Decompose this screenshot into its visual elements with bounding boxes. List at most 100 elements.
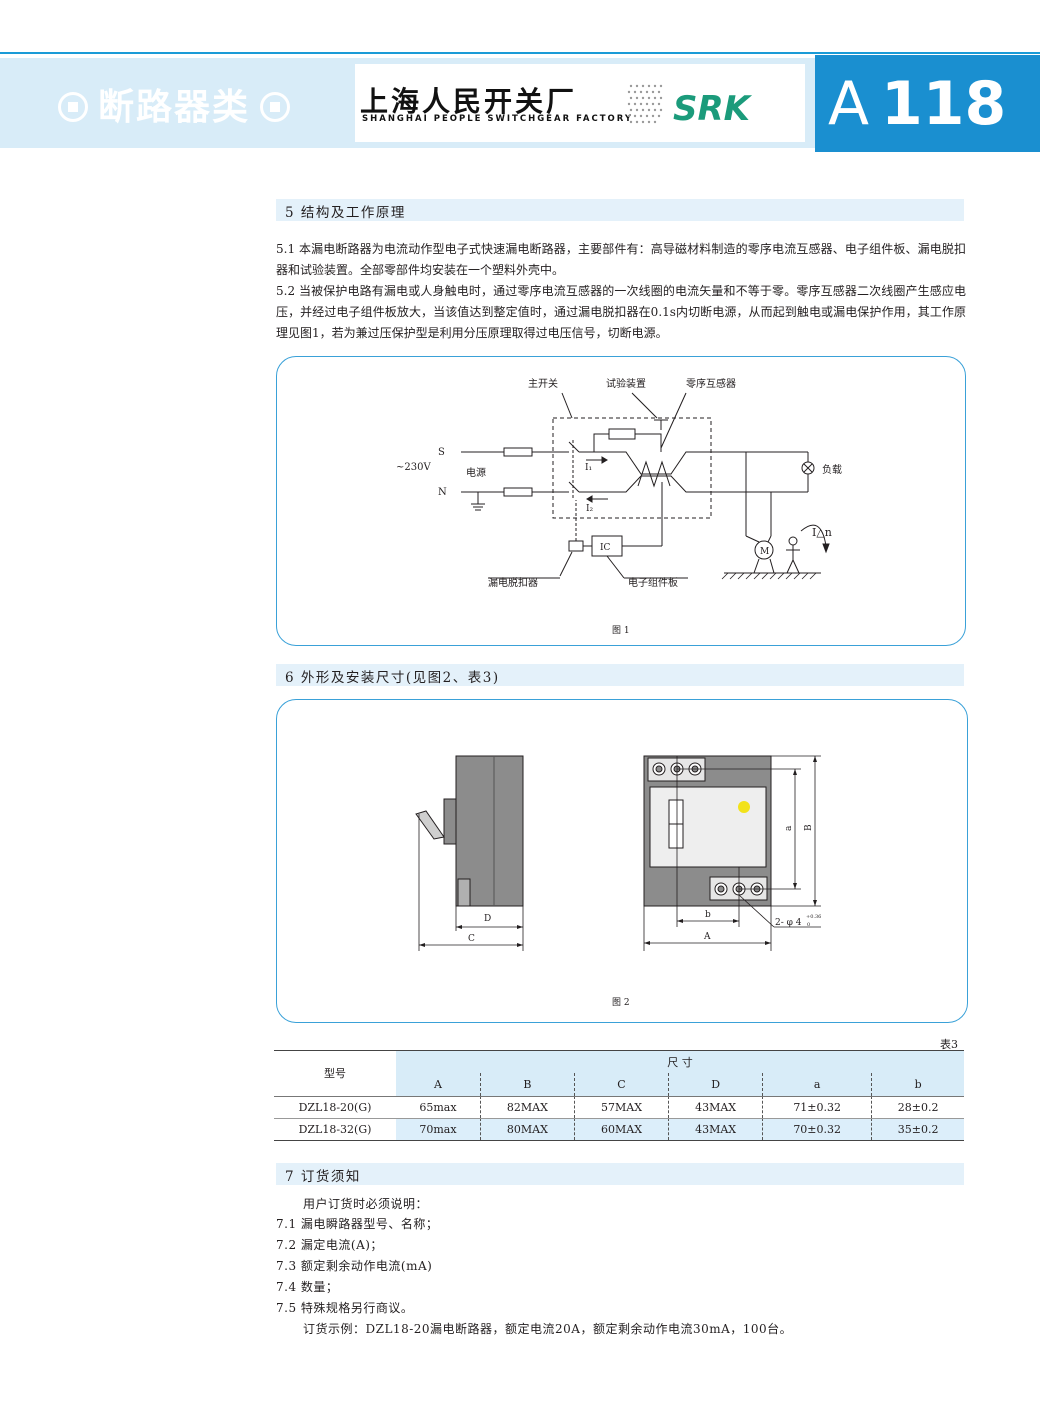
dimension-table: 型号 尺 寸 A B C D a b DZL18-20(G) 65max 82M… xyxy=(274,1050,964,1140)
label-main-switch: 主开关 xyxy=(528,377,558,390)
cell-value: 28±0.2 xyxy=(871,1096,964,1118)
leader-release xyxy=(559,551,573,577)
arrow-i2 xyxy=(586,495,593,503)
section-5-header: 5 结构及工作原理 xyxy=(276,199,964,221)
figure-2-frame xyxy=(276,699,968,1023)
cell-value: 35±0.2 xyxy=(871,1118,964,1140)
section-5-title: 5 结构及工作原理 xyxy=(285,205,406,221)
leader-main-switch xyxy=(561,392,573,419)
label-ic: IC xyxy=(600,543,611,553)
label-electronic-board: 电子组件板 xyxy=(628,576,678,589)
col-header-a-big: A xyxy=(396,1073,481,1096)
breaker-enclosure xyxy=(552,417,712,519)
table-row: DZL18-32(G) 70max 80MAX 60MAX 43MAX 70±0… xyxy=(274,1118,964,1140)
cell-value: 71±0.32 xyxy=(762,1096,872,1118)
order-example: 订货示例：DZL18-20漏电断路器，额定电流20A，额定剩余动作电流30mA，… xyxy=(303,1322,793,1336)
row-model: DZL18-32(G) xyxy=(274,1118,396,1140)
col-header-b-big: B xyxy=(479,1073,575,1096)
row-model: DZL18-20(G) xyxy=(274,1096,396,1118)
switch-contact-s xyxy=(568,441,580,453)
status-indicator-icon xyxy=(738,801,750,813)
table-row-rule xyxy=(274,1118,964,1119)
current-transformer xyxy=(637,460,671,488)
cell-value: 70±0.32 xyxy=(762,1118,872,1140)
person-figure xyxy=(788,536,798,546)
figure-2-drawing: D C b A xyxy=(415,755,821,1008)
category-title: 断路器类 xyxy=(48,78,300,128)
col-header-c: C xyxy=(573,1073,669,1096)
header-white-panel xyxy=(355,64,805,142)
table-header-row-1: 型号 尺 寸 xyxy=(274,1050,964,1096)
bullet-icon xyxy=(58,92,88,122)
leakage-arrow xyxy=(800,524,827,547)
table-3-caption: 表3 xyxy=(940,1038,958,1051)
col-header-b-small: b xyxy=(871,1073,964,1096)
order-item: 7.2 漏定电流(A)； xyxy=(276,1238,383,1252)
dim-label-a-small: a xyxy=(784,825,794,831)
cell-value: 80MAX xyxy=(479,1118,575,1140)
header-model: 型号 xyxy=(274,1050,396,1096)
section-6-title: 6 外形及安装尺寸(见图2、表3) xyxy=(285,670,500,686)
front-view-label-panel xyxy=(649,786,767,868)
side-view-handle-base xyxy=(443,798,457,845)
leader-board xyxy=(606,555,625,579)
release-coil xyxy=(568,540,584,552)
fuse-n xyxy=(503,487,533,497)
order-item: 7.1 漏电瞬路器型号、名称； xyxy=(276,1217,439,1231)
table-bottom-rule xyxy=(274,1140,964,1141)
arrow-i1 xyxy=(601,456,608,464)
label-source: 电源 xyxy=(466,466,486,479)
label-n: N xyxy=(438,487,447,498)
label-current-transformer: 零序互感器 xyxy=(686,377,736,390)
order-item: 7.3 额定剩余动作电流(mA) xyxy=(276,1259,433,1273)
section-7-header: 7 订货须知 xyxy=(276,1163,964,1185)
wire-n-through-ct xyxy=(579,475,771,493)
table-header-row-2: A B C D a b xyxy=(274,1073,964,1096)
factory-name-en: SHANGHAI PEOPLE SWITCHGEAR FACTORY xyxy=(362,114,633,124)
cell-value: 65max xyxy=(396,1096,481,1118)
label-motor: M xyxy=(760,547,769,557)
figure-1-diagram: 主开关 试验装置 零序互感器 S N ~230V 电源 I₁ I₂ 负载 I△n… xyxy=(396,377,842,636)
page-letter: A xyxy=(828,69,870,139)
motor xyxy=(754,540,774,560)
label-test-device: 试验装置 xyxy=(606,377,646,390)
fuse-s xyxy=(503,447,533,457)
col-header-d: D xyxy=(668,1073,763,1096)
dim-label-d: D xyxy=(484,914,491,924)
dim-label-a-big: A xyxy=(703,932,711,942)
table-header-rule xyxy=(274,1096,964,1097)
label-voltage: ~230V xyxy=(396,462,431,473)
order-item: 7.5 特殊规格另行商议。 xyxy=(276,1301,414,1315)
order-intro: 用户订货时必须说明： xyxy=(303,1197,429,1211)
section-5-paragraph-2: 5.2 当被保护电路有漏电或人身触电时，通过零序电流互感器的一次线圈的电流矢量和… xyxy=(276,284,966,340)
section-5-paragraph-1: 5.1 本漏电断路器为电流动作型电子式快速漏电断路器，主要部件有：高导磁材料制造… xyxy=(276,242,966,277)
section-7-title: 7 订货须知 xyxy=(285,1169,361,1185)
logo-dot-pattern xyxy=(627,84,663,124)
hole-spec: 2- φ 4 xyxy=(775,918,802,928)
dim-label-b-big: B xyxy=(804,824,814,831)
wire-s-through-ct xyxy=(579,451,771,475)
figure-1-caption: 图 1 xyxy=(612,625,630,636)
figure-1-frame xyxy=(276,356,966,646)
header-dimensions: 尺 寸 xyxy=(396,1050,964,1073)
leader-test xyxy=(631,392,658,419)
label-load: 负载 xyxy=(822,463,842,476)
label-leakage-release: 漏电脱扣器 xyxy=(488,576,538,589)
col-header-a-small: a xyxy=(762,1073,872,1096)
page-number-value: 118 xyxy=(881,69,1007,139)
test-wire xyxy=(593,433,609,452)
factory-name-cn: 上海人民开关厂 xyxy=(360,85,578,118)
cell-value: 43MAX xyxy=(668,1118,763,1140)
figure-2-caption: 图 2 xyxy=(612,997,630,1008)
label-s: S xyxy=(438,447,445,458)
leader-ct xyxy=(660,392,687,449)
dim-label-c: C xyxy=(468,934,475,944)
order-item: 7.4 数量； xyxy=(276,1280,339,1294)
side-view-handle xyxy=(415,810,445,840)
bullet-icon xyxy=(260,92,291,122)
logo-brand-text: SRK xyxy=(673,89,753,129)
header-page-block xyxy=(815,55,1040,152)
srk-logo: SRK xyxy=(627,84,753,129)
header-top-rule xyxy=(0,52,1040,54)
label-i2: I₂ xyxy=(586,504,594,514)
